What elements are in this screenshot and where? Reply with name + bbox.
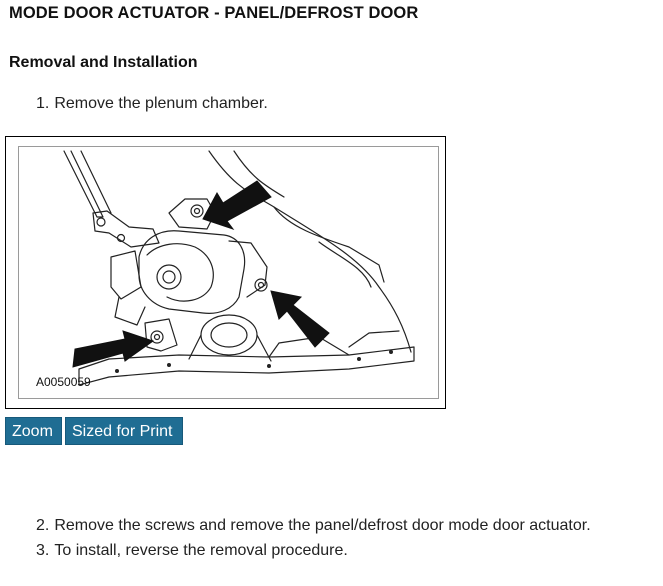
actuator-illustration: A0050059 <box>18 146 439 399</box>
sized-for-print-button[interactable]: Sized for Print <box>65 417 183 445</box>
actuator-drawing <box>63 150 415 386</box>
step-number: 3. <box>36 542 50 559</box>
page-title: MODE DOOR ACTUATOR - PANEL/DEFROST DOOR <box>9 4 419 22</box>
figure-code: A0050059 <box>36 375 91 389</box>
callout-arrows <box>72 180 330 368</box>
step-number: 1. <box>36 95 50 112</box>
step-text: Remove the screws and remove the panel/d… <box>54 517 591 534</box>
step-number: 2. <box>36 517 50 534</box>
step-2: 2.Remove the screws and remove the panel… <box>36 517 591 535</box>
figure-frame: A0050059 <box>5 136 446 409</box>
section-heading: Removal and Installation <box>9 54 198 71</box>
step-text: Remove the plenum chamber. <box>54 95 268 112</box>
step-1: 1.Remove the plenum chamber. <box>36 95 268 113</box>
zoom-button[interactable]: Zoom <box>5 417 62 445</box>
step-text: To install, reverse the removal procedur… <box>54 542 348 559</box>
step-3: 3.To install, reverse the removal proced… <box>36 542 348 560</box>
